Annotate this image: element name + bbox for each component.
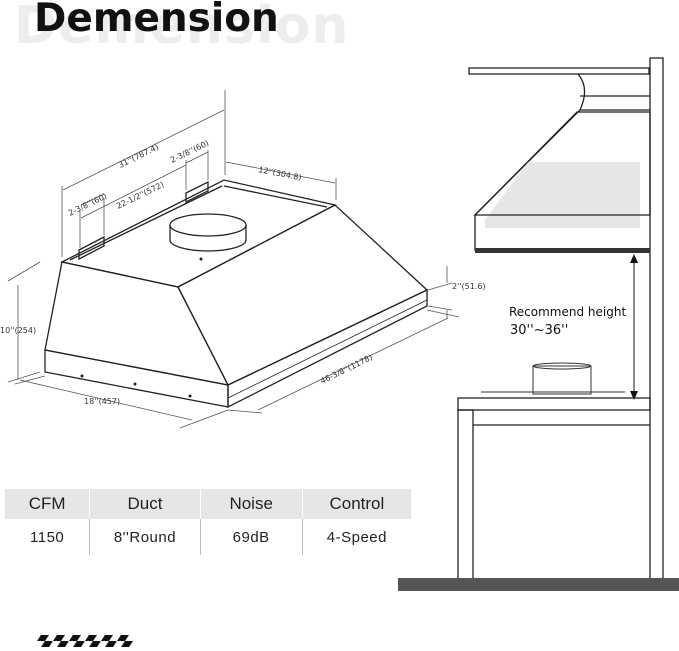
dim-depth-top: 12''(304.8) <box>258 165 303 182</box>
dim-bracket-span: 22-1/2''(572) <box>115 180 166 211</box>
spec-header-duct: Duct <box>89 489 201 519</box>
dim-height: 10''(254) <box>0 326 36 335</box>
hood-dots <box>80 257 203 398</box>
spec-header-noise: Noise <box>199 489 303 519</box>
recommend-height-value: 30''~36'' <box>510 323 568 338</box>
spec-header-cfm: CFM <box>5 489 90 519</box>
dim-depth-bottom: 18''(457) <box>84 397 120 406</box>
spec-header-row: CFM Duct Noise Control <box>5 489 411 519</box>
spec-header-control: Control <box>301 489 411 519</box>
installation-diagram <box>398 57 679 591</box>
dim-lip-height: 2''(51.6) <box>452 282 486 291</box>
page-title: Demension <box>34 0 279 41</box>
spec-value-noise: 69dB <box>199 519 303 555</box>
dimension-labels: 31''(787.4) 2-3/8''(60) 2-3/8''(60) 22-1… <box>0 138 486 406</box>
recommend-height-label: Recommend height <box>509 305 626 319</box>
title-shadow: Demension <box>14 0 350 56</box>
dimension-lines <box>7 90 460 429</box>
spec-value-cfm: 1150 <box>30 528 65 546</box>
dim-width-top: 31''(787.4) <box>117 143 160 170</box>
spec-table: CFM Duct Noise Control 1150 8''Round 69d… <box>5 489 411 555</box>
dim-width-bottom: 46-3/8''(1178) <box>319 353 374 386</box>
spec-value-duct: 8''Round <box>89 519 201 555</box>
spec-value-row: 1150 8''Round 69dB 4-Speed <box>5 519 411 555</box>
hood-outline <box>44 179 429 409</box>
checkered-flag-icon <box>37 635 133 647</box>
dim-bracket-left: 2-3/8''(60) <box>67 191 108 217</box>
spec-value-control: 4-Speed <box>301 519 411 555</box>
